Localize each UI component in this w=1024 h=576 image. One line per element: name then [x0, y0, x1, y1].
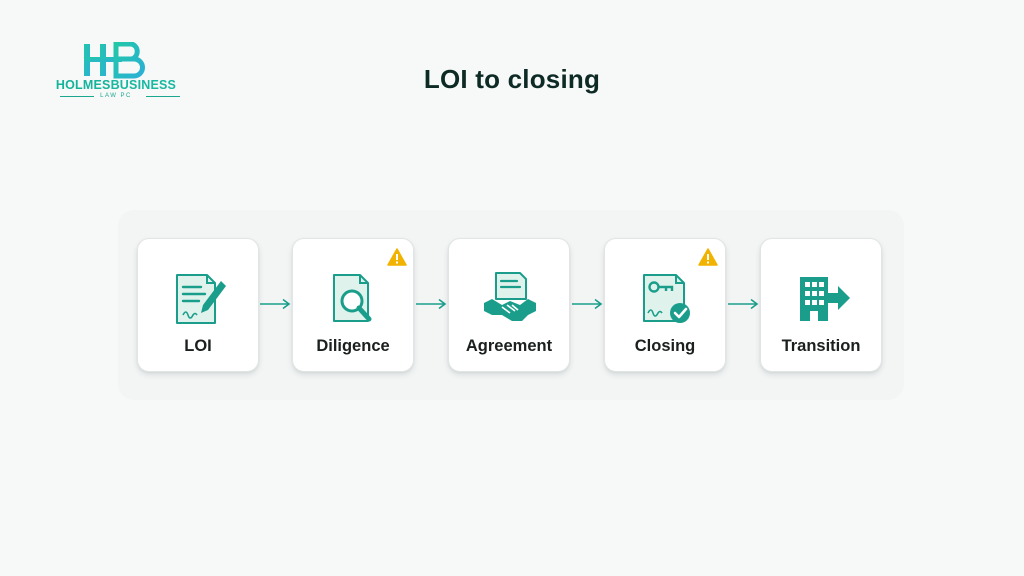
step-label: LOI	[184, 337, 212, 355]
signed-document-pen-icon	[176, 274, 226, 324]
logo-wordmark: HOLMESBUSINESS	[55, 78, 177, 92]
company-logo: HOLMESBUSINESS LAW PC	[50, 42, 182, 102]
step-card-loi: LOI	[137, 238, 259, 372]
step-card-closing: Closing	[604, 238, 726, 372]
step-card-agreement: Agreement	[448, 238, 570, 372]
step-label: Agreement	[465, 337, 553, 355]
step-card-transition: Transition	[760, 238, 882, 372]
key-document-check-icon	[643, 274, 690, 323]
step-label: Diligence	[316, 337, 390, 355]
warning-icon	[387, 248, 407, 266]
building-arrow-icon	[800, 277, 850, 321]
flow-arrow	[728, 298, 759, 310]
hb-monogram	[84, 42, 145, 79]
warning-icon	[698, 248, 718, 266]
flow-arrow	[416, 298, 447, 310]
document-magnifier-icon	[333, 274, 372, 322]
step-label: Transition	[781, 337, 861, 355]
flow-arrow	[572, 298, 603, 310]
step-label: Closing	[634, 337, 696, 355]
page-title: LOI to closing	[423, 64, 601, 94]
logo-rule	[60, 96, 94, 97]
logo-rule	[146, 96, 180, 97]
flow-arrow	[260, 298, 291, 310]
handshake-document-icon	[484, 272, 536, 321]
logo-subline: LAW PC	[100, 93, 132, 99]
